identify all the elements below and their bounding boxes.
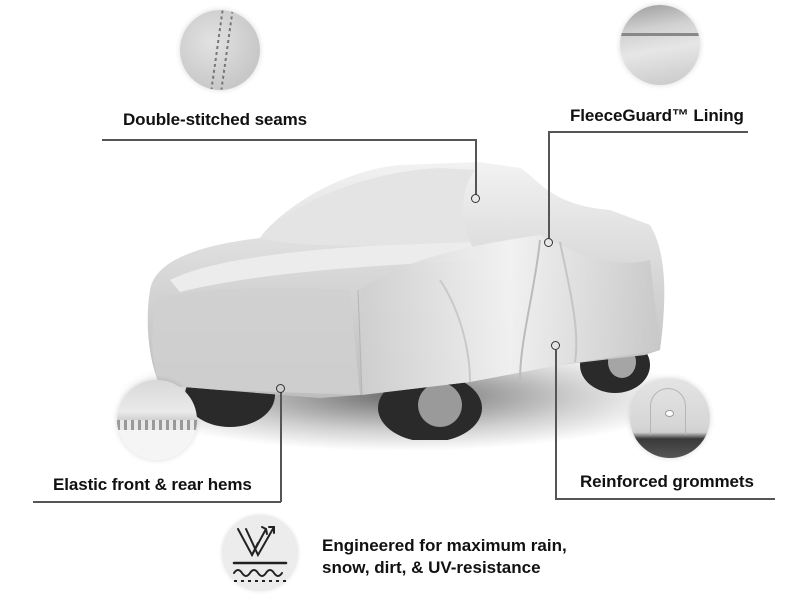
callout-dot-seams <box>471 194 480 203</box>
callout-dot-grommets <box>551 341 560 350</box>
feature-label-seams: Double-stitched seams <box>123 110 308 129</box>
callout-line-seams <box>102 139 475 141</box>
feature-label-hems: Elastic front & rear hems <box>53 475 252 494</box>
seams-thumbnail <box>180 10 260 90</box>
callout-line-hems-vertical <box>280 392 282 502</box>
covered-suv-image <box>147 162 665 440</box>
callout-line-grommets-vertical <box>555 350 557 500</box>
weather-resistance-badge <box>222 515 298 591</box>
weather-resistance-icon <box>232 526 288 582</box>
tagline-line-1: Engineered for maximum rain, <box>322 536 567 555</box>
hems-thumbnail <box>117 380 197 460</box>
callout-dot-lining <box>544 238 553 247</box>
callout-dot-hems <box>276 384 285 393</box>
tagline: Engineered for maximum rain, snow, dirt,… <box>322 535 567 579</box>
callout-line-grommets <box>555 498 775 500</box>
feature-label-lining: FleeceGuard™ Lining <box>570 106 744 125</box>
callout-line-seams-vertical <box>475 139 477 195</box>
feature-label-grommets: Reinforced grommets <box>580 472 754 491</box>
grommets-thumbnail <box>630 378 710 458</box>
callout-line-lining <box>548 131 748 133</box>
callout-line-hems <box>33 501 281 503</box>
lining-thumbnail <box>620 5 700 85</box>
callout-line-lining-vertical <box>548 131 550 239</box>
tagline-line-2: snow, dirt, & UV-resistance <box>322 558 541 577</box>
